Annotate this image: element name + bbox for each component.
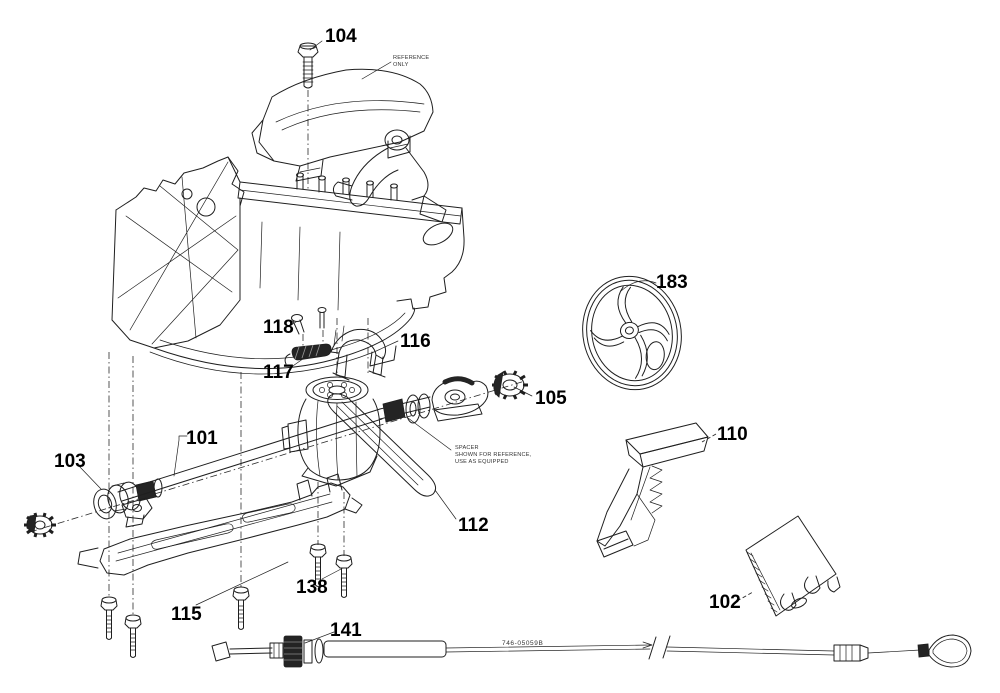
wheel-183-drawing bbox=[582, 275, 682, 391]
spacer-note: SPACER SHOWN FOR REFERENCE, USE AS EQUIP… bbox=[455, 445, 531, 466]
transmission-drawing bbox=[281, 376, 381, 487]
shaft-101-drawing bbox=[117, 408, 383, 502]
pinion-gear-drawing bbox=[24, 512, 56, 538]
baseplate-115-drawing bbox=[77, 473, 363, 576]
bolts-138-drawing bbox=[100, 543, 353, 658]
reference-only-note: REFERENCE ONLY bbox=[393, 55, 429, 69]
belt-112-drawing bbox=[327, 393, 437, 497]
part-label-117: 117 bbox=[263, 362, 294, 383]
spring-117-drawing bbox=[284, 343, 332, 365]
leader-lines bbox=[78, 40, 754, 644]
part-label-141: 141 bbox=[330, 620, 362, 641]
plate-102-drawing bbox=[745, 515, 841, 617]
cable-141-drawing bbox=[211, 634, 972, 668]
clamp-bracket-drawing bbox=[431, 376, 489, 422]
bracket-116-drawing bbox=[330, 325, 387, 381]
reference-only-line2: ONLY bbox=[393, 61, 409, 68]
part-label-115: 115 bbox=[171, 604, 202, 625]
part-label-118: 118 bbox=[263, 317, 294, 338]
part-label-183: 183 bbox=[656, 272, 688, 293]
shaft-spacer-drawing bbox=[379, 393, 431, 424]
part-label-110: 110 bbox=[717, 424, 748, 445]
wheel-adjuster-103-drawing bbox=[93, 478, 163, 528]
assembly-centerlines bbox=[29, 90, 526, 616]
spacer-note-line2: SHOWN FOR REFERENCE, bbox=[455, 451, 532, 458]
part-label-104: 104 bbox=[325, 26, 357, 47]
part-label-112: 112 bbox=[458, 515, 489, 536]
small-bolt-above-bracket-drawing bbox=[317, 307, 327, 329]
bolt-104-drawing bbox=[297, 42, 319, 89]
spacer-note-line1: SPACER bbox=[455, 445, 479, 451]
part-label-102: 102 bbox=[709, 592, 741, 613]
part-label-105: 105 bbox=[535, 388, 567, 409]
bracket-110-drawing bbox=[596, 422, 709, 558]
part-label-101: 101 bbox=[186, 428, 218, 449]
gear-105-drawing bbox=[492, 370, 528, 400]
reference-only-line1: REFERENCE bbox=[393, 55, 430, 61]
spacer-note-line3: USE AS EQUIPPED bbox=[455, 458, 509, 465]
part-label-116: 116 bbox=[400, 331, 431, 352]
part-label-103: 103 bbox=[54, 451, 86, 472]
part-label-138: 138 bbox=[296, 577, 328, 598]
cable-part-number: 746-05059B bbox=[502, 640, 544, 647]
top-cover-drawing bbox=[251, 68, 434, 182]
